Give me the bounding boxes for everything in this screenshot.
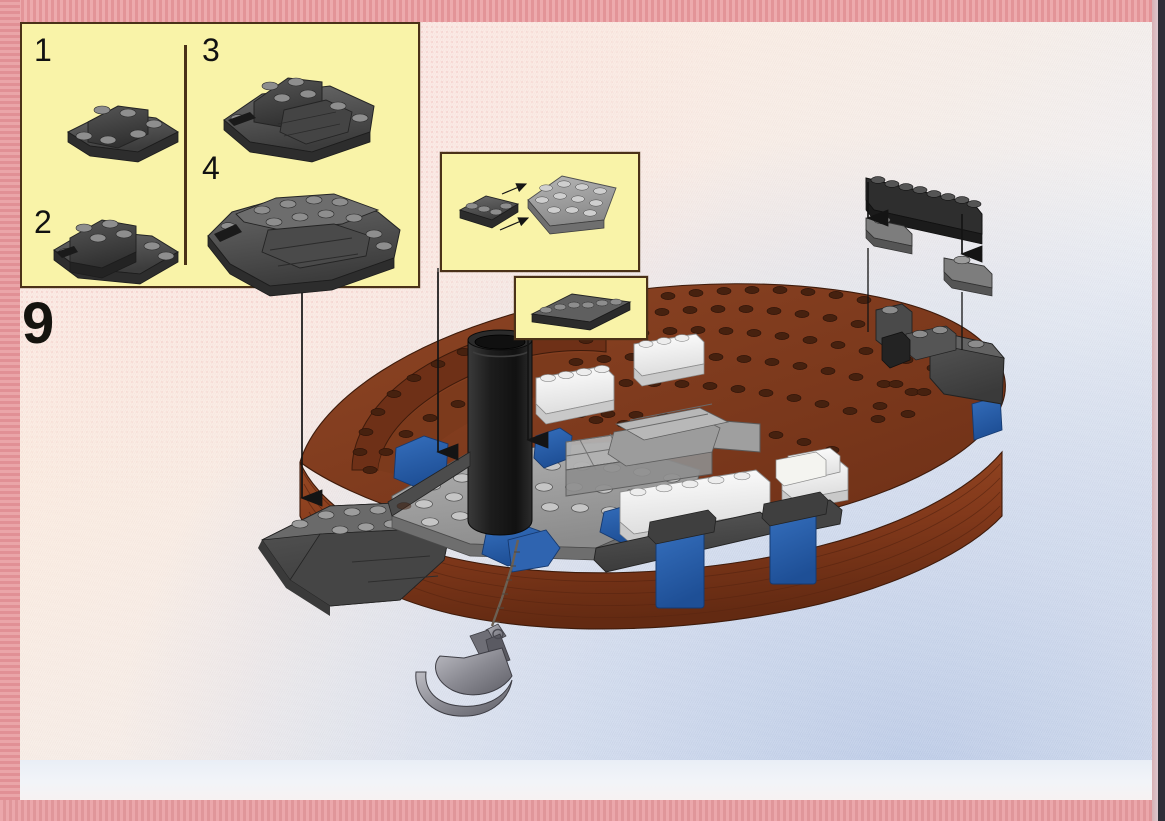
step-number: 9 — [22, 291, 54, 356]
callout-1x6-plate — [514, 276, 648, 340]
substep-number-2: 2 — [34, 204, 52, 240]
stern-small-plate-right — [943, 255, 993, 297]
substep-2-part — [53, 219, 179, 285]
blue-side-panels — [647, 395, 1003, 609]
part-1x6-plate — [530, 293, 632, 331]
substep-number-3: 3 — [202, 32, 220, 68]
substep-3-part — [223, 77, 375, 163]
page-border-bottom — [0, 800, 1165, 821]
bow-detail-bricks — [396, 502, 412, 510]
page-edge-shadow — [1158, 0, 1165, 821]
substep-4-part — [207, 193, 401, 297]
panel-divider — [184, 44, 187, 266]
callout-deck-plates — [440, 152, 640, 272]
substep-1-part — [66, 105, 180, 163]
page-border-top — [0, 0, 1165, 22]
anchor-icon — [415, 623, 513, 717]
anchor-assembly — [415, 539, 520, 717]
page-gutter — [20, 760, 1152, 800]
sub-assembly-panel: 1 2 3 4 — [20, 22, 420, 297]
page-border-left — [0, 0, 20, 821]
part-4x6-plate — [527, 175, 617, 235]
substep-number-1: 1 — [34, 32, 52, 68]
part-1x4-plate — [458, 195, 520, 229]
callout-1x6-plate-illustration — [530, 293, 632, 331]
railing-lattice — [565, 403, 761, 497]
substep-illustrations — [53, 77, 401, 297]
callout-deck-plates-illustration — [458, 175, 617, 235]
stern-structures — [875, 303, 1006, 405]
funnel — [467, 329, 533, 536]
substep-number-4: 4 — [202, 150, 220, 186]
